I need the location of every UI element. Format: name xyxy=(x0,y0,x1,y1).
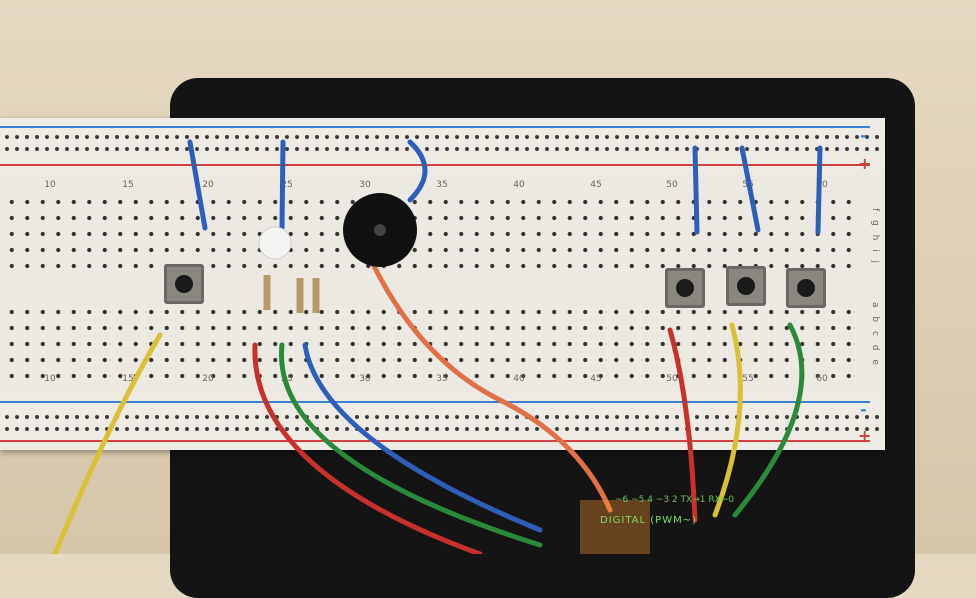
rail-line-red xyxy=(0,440,870,442)
blue-wire xyxy=(302,342,543,533)
pushbutton[interactable] xyxy=(786,268,826,308)
column-number: 10 xyxy=(44,374,56,384)
blue-jumper xyxy=(815,145,823,235)
column-number: 25 xyxy=(281,180,293,190)
blue-jumper xyxy=(187,139,208,231)
blue-jumper xyxy=(279,139,286,231)
column-number: 40 xyxy=(513,180,525,190)
green-wire xyxy=(279,342,543,548)
column-number: 60 xyxy=(816,180,828,190)
column-number: 30 xyxy=(359,374,371,384)
plus-label: + xyxy=(858,426,872,445)
rail-line-red xyxy=(0,164,870,166)
blue-jumper xyxy=(692,145,700,235)
yellow-wire xyxy=(52,332,163,554)
yellow-wire xyxy=(712,322,743,518)
pushbutton[interactable] xyxy=(665,268,705,308)
orange-wire xyxy=(369,259,613,513)
column-number: 35 xyxy=(436,180,448,190)
rail-line-blue xyxy=(0,401,870,403)
row-letters-bottom: a b c d e xyxy=(870,302,880,368)
minus-label: - xyxy=(860,126,867,145)
terminal-strip-top xyxy=(0,190,860,278)
buzzer-hole xyxy=(374,224,386,236)
green-wire xyxy=(732,322,805,518)
rail-line-blue xyxy=(0,126,870,128)
column-number: 30 xyxy=(359,180,371,190)
column-number: 50 xyxy=(666,374,678,384)
glow xyxy=(580,500,650,554)
blue-jumper xyxy=(407,139,428,203)
column-number: 15 xyxy=(122,374,134,384)
row-letters-top: f g h i j xyxy=(870,208,880,267)
column-number: 10 xyxy=(44,180,56,190)
column-number: 50 xyxy=(666,180,678,190)
red-wire xyxy=(252,342,483,554)
column-number: 20 xyxy=(202,180,214,190)
column-number: 60 xyxy=(816,374,828,384)
column-number: 45 xyxy=(590,374,602,384)
column-number: 35 xyxy=(436,374,448,384)
arduino-digital-label: DIGITAL (PWM~) xyxy=(600,515,697,526)
column-number: 15 xyxy=(122,180,134,190)
column-number: 45 xyxy=(590,180,602,190)
led xyxy=(258,226,292,260)
column-number: 55 xyxy=(742,374,754,384)
arduino-pin-labels: ~6 ~5 4 ~3 2 TX→1 RX←0 xyxy=(615,495,735,505)
blue-jumper xyxy=(739,145,761,233)
pushbutton[interactable] xyxy=(726,266,766,306)
column-number: 40 xyxy=(513,374,525,384)
column-number: 20 xyxy=(202,374,214,384)
plus-label: + xyxy=(858,154,872,173)
pushbutton[interactable] xyxy=(164,264,204,304)
minus-label: - xyxy=(860,400,867,419)
wires xyxy=(52,139,823,554)
red-wire xyxy=(667,327,698,523)
